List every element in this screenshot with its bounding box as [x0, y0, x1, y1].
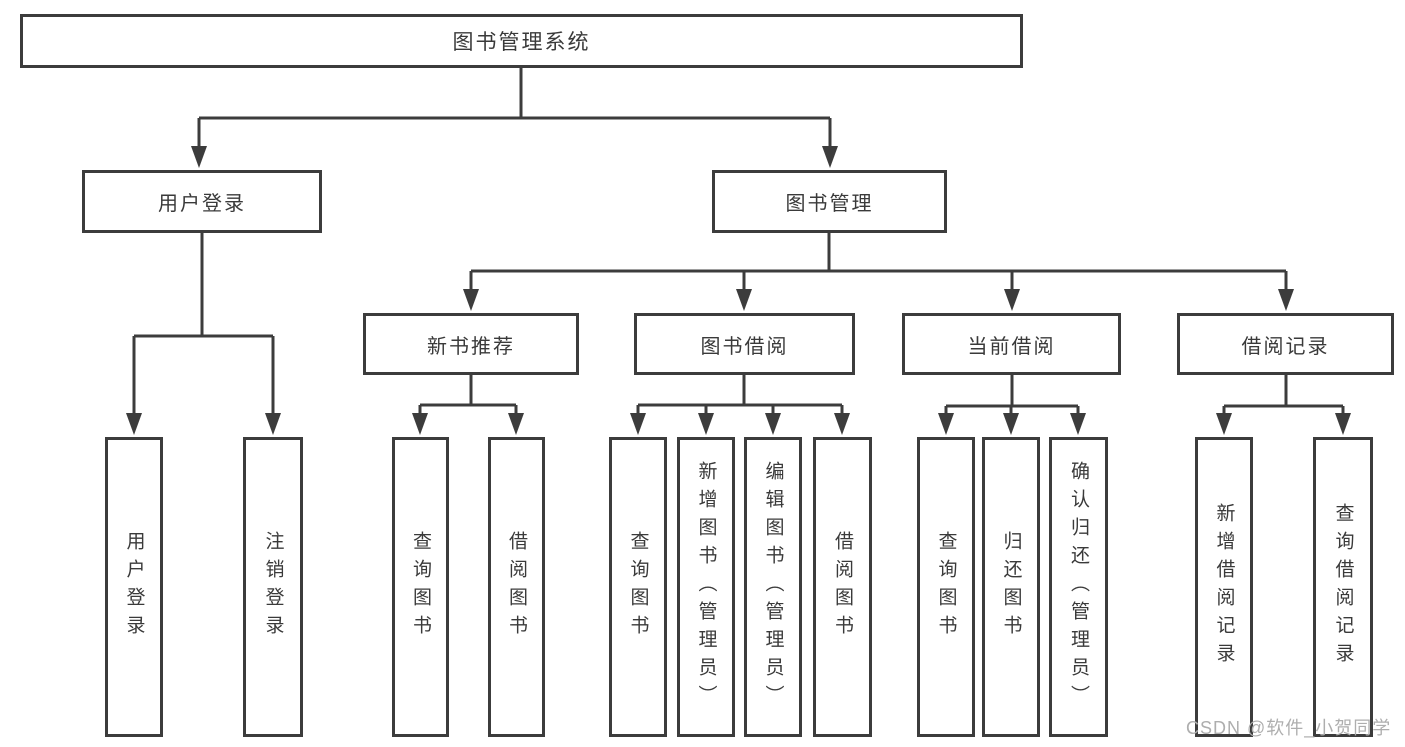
- node-book-borrowing-label: 图书借阅: [700, 335, 789, 358]
- leaf-query-borrow-record: 查询借阅记录: [1313, 437, 1373, 737]
- leaf-query-books-borrowing: 查询图书: [609, 437, 667, 737]
- connector-root-to-level2: [191, 68, 838, 168]
- node-book-borrowing: 图书借阅: [634, 313, 855, 375]
- leaf-return-books: 归还图书: [982, 437, 1040, 737]
- leaf-user-login: 用户登录: [105, 437, 163, 737]
- node-current-borrowing: 当前借阅: [902, 313, 1121, 375]
- node-user-login: 用户登录: [82, 170, 322, 233]
- leaf-user-login-label: 用户登录: [123, 531, 145, 643]
- connector-current-borrowing-children: [938, 375, 1086, 435]
- leaf-edit-books-admin: 编辑图书（管理员）: [744, 437, 802, 737]
- node-user-login-label: 用户登录: [158, 193, 246, 215]
- watermark-text: CSDN @软件_小贺同学: [1186, 718, 1392, 738]
- connector-borrowing-records-children: [1216, 375, 1351, 435]
- connector-user-login-children: [126, 233, 281, 435]
- leaf-confirm-return-admin: 确认归还（管理员）: [1049, 437, 1108, 737]
- connector-new-book-children: [412, 375, 524, 435]
- leaf-query-books-current-label: 查询图书: [935, 531, 957, 643]
- connector-book-management-children: [463, 233, 1294, 311]
- leaf-borrow-books-recommend-label: 借阅图书: [506, 531, 527, 643]
- node-new-book-recommendation-label: 新书推荐: [427, 335, 515, 358]
- leaf-add-borrow-record-label: 新增借阅记录: [1213, 503, 1235, 671]
- connector-book-borrowing-children: [630, 375, 850, 435]
- leaf-query-borrow-record-label: 查询借阅记录: [1332, 503, 1354, 671]
- leaf-query-books-recommend: 查询图书: [392, 437, 449, 737]
- node-borrowing-records: 借阅记录: [1177, 313, 1394, 375]
- node-borrowing-records-label: 借阅记录: [1241, 335, 1330, 358]
- leaf-query-books-recommend-label: 查询图书: [410, 531, 431, 643]
- leaf-add-borrow-record: 新增借阅记录: [1195, 437, 1253, 737]
- node-book-management: 图书管理: [712, 170, 947, 233]
- node-current-borrowing-label: 当前借阅: [967, 335, 1056, 358]
- leaf-borrow-books-borrowing: 借阅图书: [813, 437, 872, 737]
- leaf-edit-books-admin-label: 编辑图书（管理员）: [762, 461, 784, 713]
- node-root-label: 图书管理系统: [452, 31, 591, 54]
- leaf-confirm-return-admin-label: 确认归还（管理员）: [1068, 461, 1089, 713]
- leaf-borrow-books-recommend: 借阅图书: [488, 437, 545, 737]
- leaf-borrow-books-borrowing-label: 借阅图书: [832, 531, 853, 643]
- node-book-management-label: 图书管理: [785, 193, 874, 215]
- leaf-add-books-admin: 新增图书（管理员）: [677, 437, 735, 737]
- leaf-add-books-admin-label: 新增图书（管理员）: [695, 461, 717, 713]
- leaf-logout: 注销登录: [243, 437, 303, 737]
- leaf-return-books-label: 归还图书: [1000, 531, 1022, 643]
- node-new-book-recommendation: 新书推荐: [363, 313, 579, 375]
- leaf-query-books-current: 查询图书: [917, 437, 975, 737]
- leaf-query-books-borrowing-label: 查询图书: [627, 531, 649, 643]
- leaf-logout-label: 注销登录: [262, 531, 284, 643]
- node-root: 图书管理系统: [20, 14, 1023, 68]
